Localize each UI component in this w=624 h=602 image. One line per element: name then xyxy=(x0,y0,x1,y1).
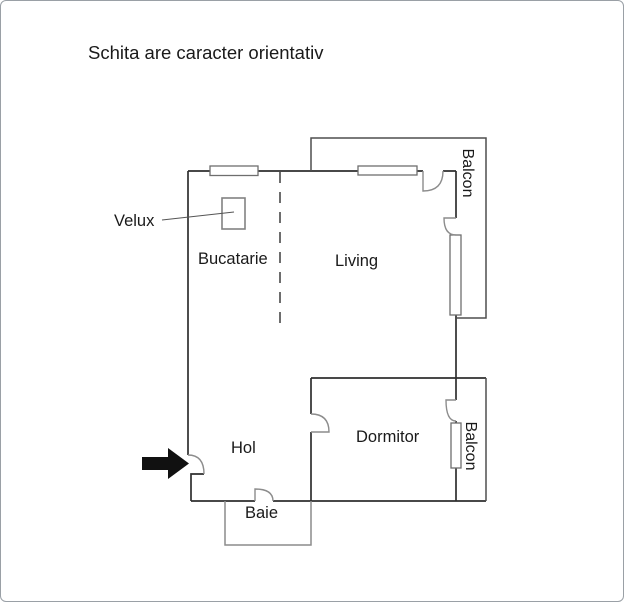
door-entrance xyxy=(187,454,205,475)
window-bucatarie xyxy=(209,165,259,177)
wall-baie xyxy=(224,501,312,546)
plan-title: Schita are caracter orientativ xyxy=(88,42,324,63)
velux-leader-line xyxy=(161,211,235,221)
room-label-balcon-top: Balcon xyxy=(459,148,476,198)
velux-annotation-label: Velux xyxy=(114,212,155,230)
door-group xyxy=(187,170,457,502)
window-living-balcony xyxy=(449,234,462,316)
door-living-balcon-side xyxy=(443,217,457,236)
room-label-bucatarie: Bucatarie xyxy=(198,250,268,268)
window-dormitor-balcony xyxy=(450,422,462,469)
room-label-baie: Baie xyxy=(245,504,279,522)
room-label-balcon-bottom: Balcon xyxy=(462,421,479,471)
door-dormitor-balcon xyxy=(445,399,457,422)
door-hol-baie xyxy=(254,488,274,502)
balcony-wall-group xyxy=(310,137,487,501)
entrance-arrow-icon xyxy=(142,448,189,479)
room-label-living: Living xyxy=(335,252,379,270)
velux-skylight-symbol xyxy=(221,197,246,230)
room-label-dormitor: Dormitor xyxy=(356,428,420,446)
door-hol-dormitor xyxy=(310,413,330,433)
window-group xyxy=(209,165,462,469)
room-label-hol: Hol xyxy=(231,439,256,457)
window-living-top xyxy=(357,165,418,176)
wall-entrance-step xyxy=(190,473,204,501)
wall-balcony-top-right xyxy=(310,137,487,319)
door-living-balcon-top xyxy=(422,170,444,192)
